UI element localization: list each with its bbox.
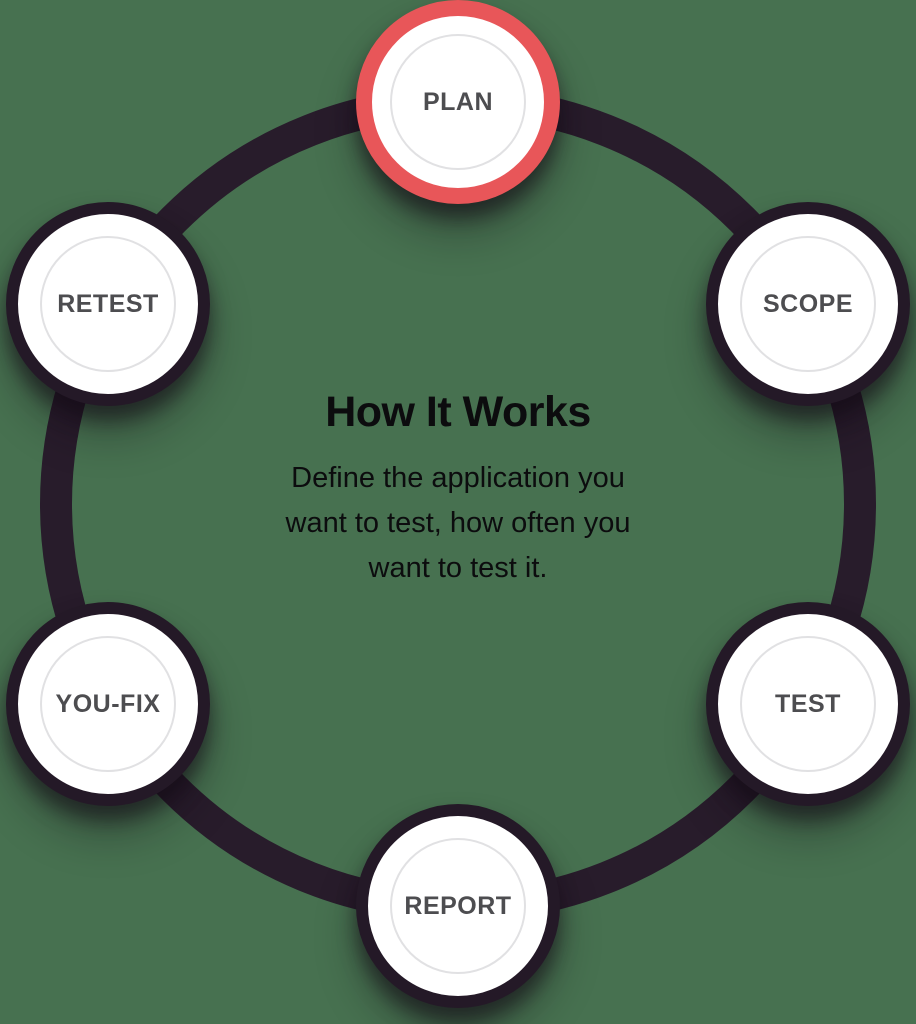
diagram-title: How It Works <box>325 388 591 436</box>
step-description-line: want to test it. <box>368 552 548 584</box>
step-node-scope[interactable]: SCOPE <box>706 202 910 406</box>
step-node-plan[interactable]: PLAN <box>356 0 560 204</box>
step-node-you-fix[interactable]: YOU-FIX <box>6 602 210 806</box>
step-label-you-fix: YOU-FIX <box>55 689 161 718</box>
step-node-report[interactable]: REPORT <box>356 804 560 1008</box>
center-text-block: How It Works Define the application you … <box>228 388 688 591</box>
step-label-retest: RETEST <box>57 289 159 318</box>
step-label-report: REPORT <box>404 891 512 920</box>
step-label-plan: PLAN <box>422 87 494 116</box>
step-description: Define the application you want to test,… <box>228 456 688 591</box>
step-node-test[interactable]: TEST <box>706 602 910 806</box>
step-node-retest[interactable]: RETEST <box>6 202 210 406</box>
step-label-scope: SCOPE <box>762 289 854 318</box>
step-description-line: Define the application you <box>291 462 625 494</box>
step-label-test: TEST <box>775 689 841 718</box>
step-description-line: want to test, how often you <box>285 507 631 539</box>
